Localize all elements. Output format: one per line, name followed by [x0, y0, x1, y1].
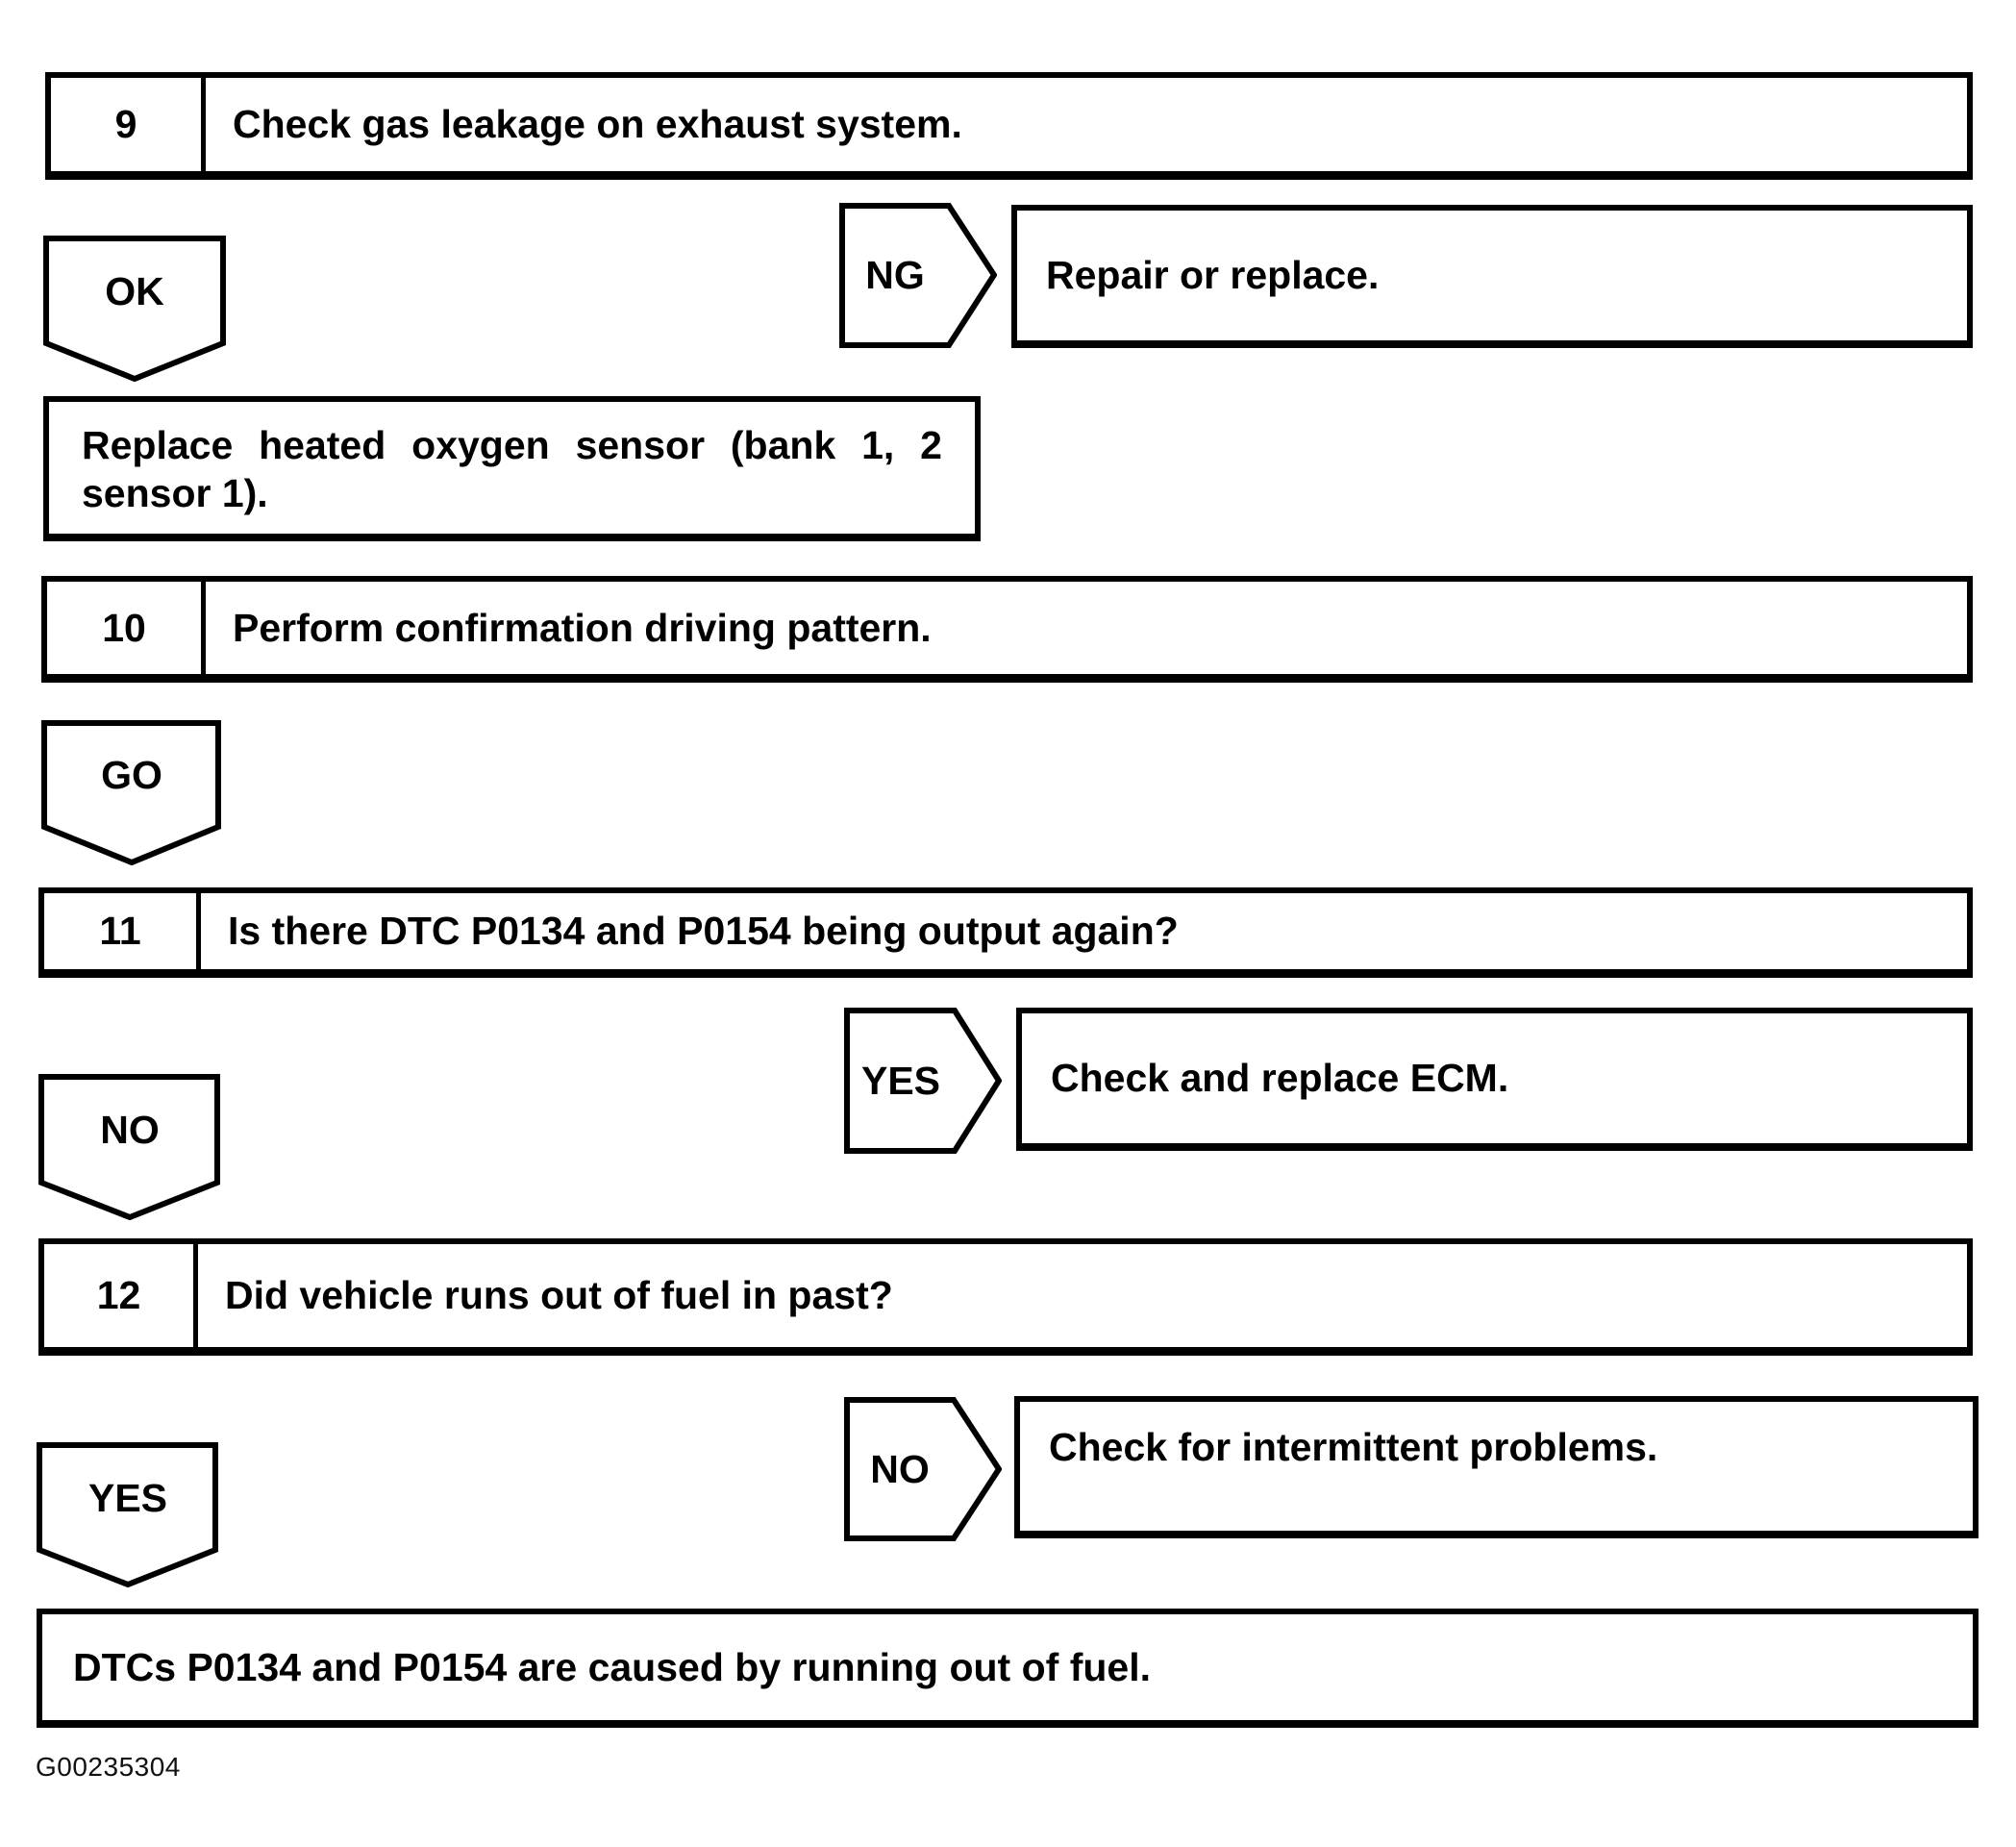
- yes-label: YES: [861, 1059, 940, 1103]
- yes-pentagon-shape: [844, 1008, 1002, 1154]
- step-10-question: Perform confirmation driving pattern.: [233, 605, 932, 650]
- step-11-yes-connector: YES: [844, 1008, 1002, 1154]
- step-9-ng-connector: NG: [839, 203, 997, 348]
- ng-pentagon-shape: [839, 203, 997, 348]
- step-12-box: 12 Did vehicle runs out of fuel in past?: [38, 1238, 1973, 1356]
- step-11-number: 11: [44, 893, 201, 969]
- step-11-box: 11 Is there DTC P0134 and P0154 being ou…: [38, 887, 1973, 978]
- no-pentagon-shape: [844, 1397, 1002, 1541]
- step-12-number: 12: [44, 1244, 198, 1347]
- ng-label: NG: [865, 253, 925, 297]
- yes-pentagon-shape: [37, 1442, 218, 1587]
- step-12-question: Did vehicle runs out of fuel in past?: [225, 1273, 893, 1317]
- check-replace-ecm-box: Check and replace ECM.: [1016, 1008, 1973, 1151]
- check-intermittent-box: Check for intermittent problems.: [1014, 1396, 1979, 1538]
- repair-or-replace-box: Repair or replace.: [1011, 205, 1973, 348]
- step-9-question: Check gas leakage on exhaust system.: [233, 102, 962, 146]
- yes-label: YES: [88, 1476, 167, 1520]
- replace-sensor-box: Replace heated oxygen sensor (bank 1, 2 …: [43, 396, 981, 541]
- step-10-box: 10 Perform confirmation driving pattern.: [41, 576, 1973, 683]
- figure-id-caption: G00235304: [36, 1752, 181, 1782]
- step-12-yes-connector: YES: [37, 1442, 218, 1587]
- conclusion-box: DTCs P0134 and P0154 are caused by runni…: [37, 1609, 1979, 1728]
- no-label: NO: [870, 1447, 930, 1491]
- no-pentagon-shape: [38, 1074, 220, 1220]
- step-12-no-connector: NO: [844, 1397, 1002, 1541]
- ok-label: OK: [105, 269, 164, 313]
- step-11-no-connector: NO: [38, 1074, 220, 1220]
- step-9-ok-connector: OK: [43, 236, 226, 382]
- step-9-box: 9 Check gas leakage on exhaust system.: [45, 72, 1973, 180]
- step-10-number: 10: [47, 582, 206, 674]
- step-11-question: Is there DTC P0134 and P0154 being outpu…: [228, 909, 1179, 953]
- go-label: GO: [101, 753, 162, 797]
- step-9-number: 9: [51, 78, 206, 171]
- no-label: NO: [100, 1108, 160, 1152]
- go-pentagon-shape: [41, 720, 221, 865]
- ok-pentagon-shape: [43, 236, 226, 382]
- step-10-go-connector: GO: [41, 720, 221, 865]
